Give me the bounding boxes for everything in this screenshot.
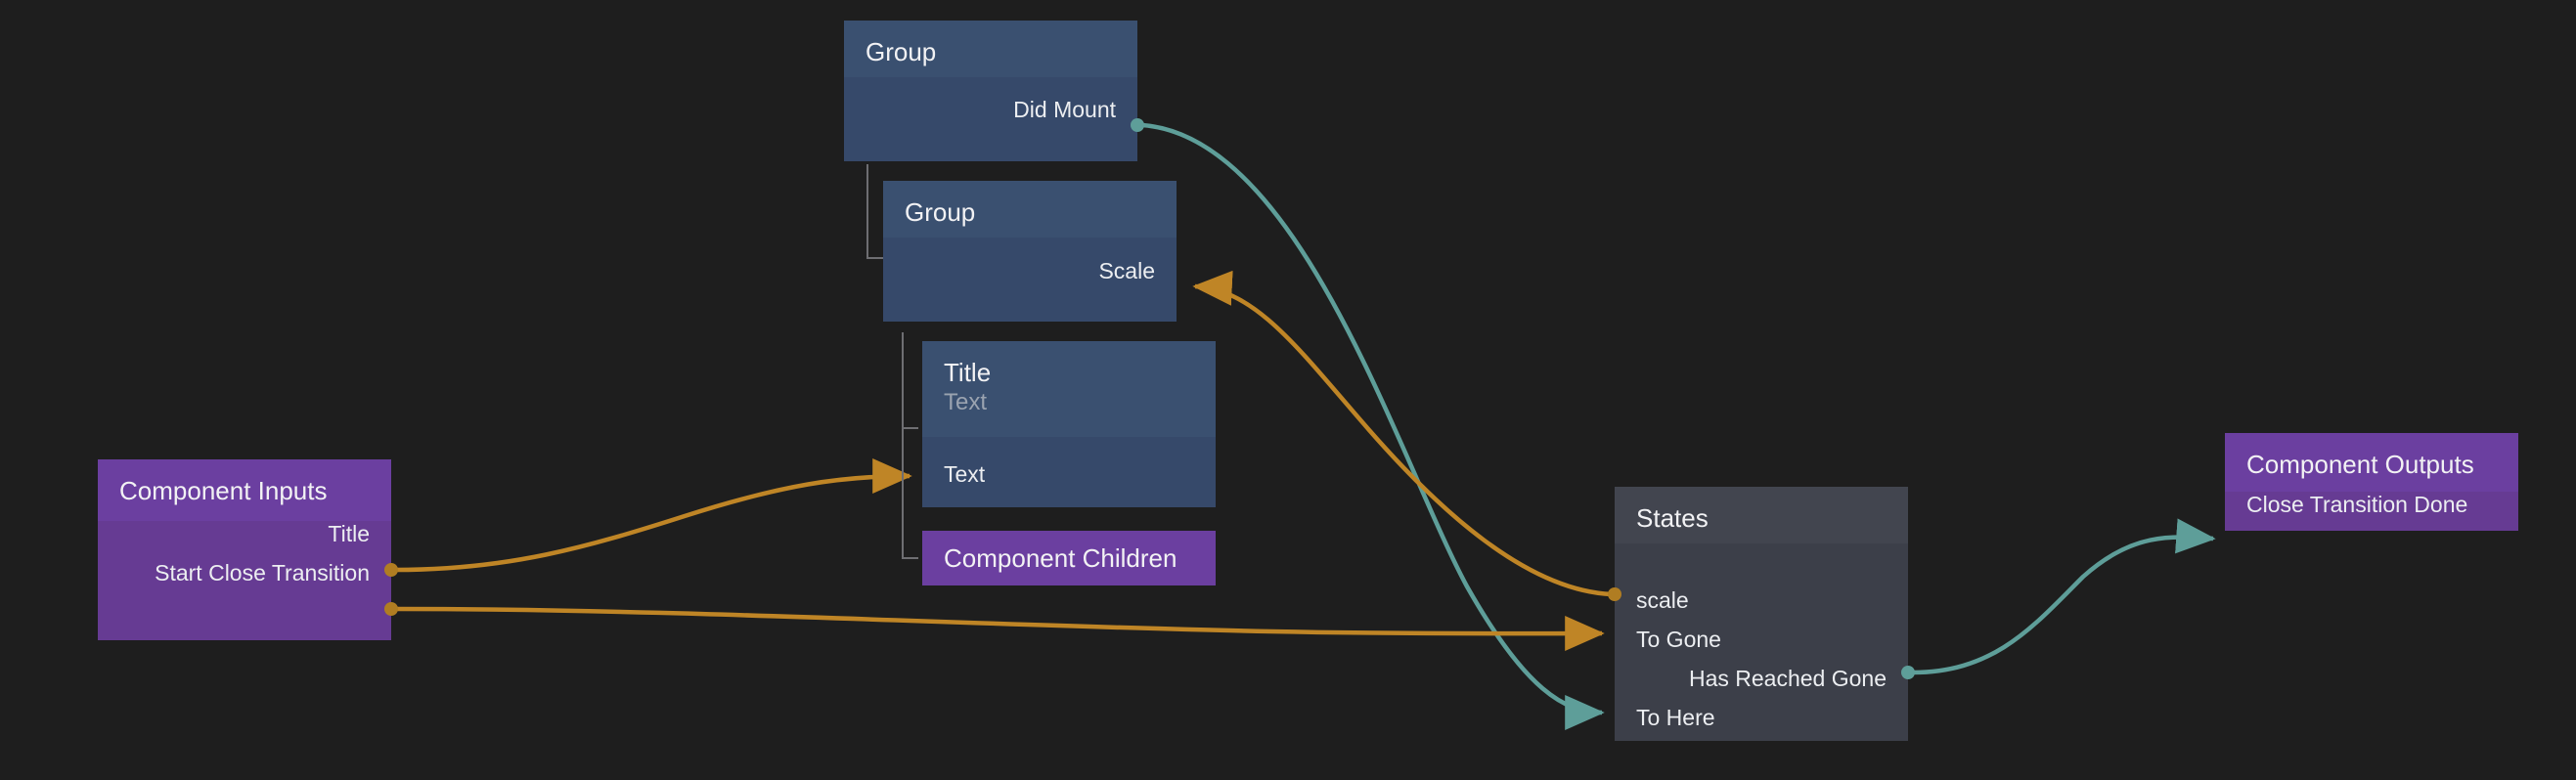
node-title: Component Outputs [2246,450,2474,479]
node-title: States [1636,503,1709,533]
port-label-to-here: To Here [1636,704,1715,730]
node-component-inputs[interactable]: Component Inputs Title Start Close Trans… [98,459,391,640]
node-title-component[interactable]: Title Text Text [922,341,1216,507]
node-group-outer[interactable]: Group Did Mount [844,21,1137,161]
node-title: Component Children [944,543,1177,573]
node-header: Group [844,21,1137,77]
port-row-start-close-transition[interactable]: Start Close Transition [98,560,391,585]
node-body: Title Start Close Transition [98,521,391,640]
node-body: Text [922,437,1216,507]
node-subtitle: Text [944,389,988,416]
port-row-has-reached-gone[interactable]: Has Reached Gone [1615,666,1908,691]
port-row-to-gone[interactable]: To Gone [1615,627,1908,652]
node-header: Component Children [922,531,1216,585]
node-body: Close Transition Done [2225,492,2518,531]
node-group-inner[interactable]: Group Scale [883,181,1177,322]
node-header: Component Outputs [2225,433,2518,492]
node-header: Component Inputs [98,459,391,521]
port-row-title-out[interactable]: Title [98,521,391,546]
port-row-scale-in[interactable]: scale [1615,587,1908,613]
node-component-children[interactable]: Component Children [922,531,1216,585]
port-label-start-close-transition: Start Close Transition [155,559,370,585]
node-component-outputs[interactable]: Component Outputs Close Transition Done [2225,433,2518,531]
port-label-scale: Scale [1098,257,1155,283]
node-body: scale To Gone Has Reached Gone To Here [1615,543,1908,741]
node-header: Title Text [922,341,1216,437]
port-label-text: Text [944,460,986,487]
node-header: Group [883,181,1177,238]
node-header: States [1615,487,1908,543]
port-label-close-transition-done: Close Transition Done [2246,491,2468,517]
port-row-text[interactable]: Text [922,461,1216,487]
port-row-did-mount[interactable]: Did Mount [844,97,1137,122]
port-label-title: Title [328,520,370,546]
port-row-to-here[interactable]: To Here [1615,705,1908,730]
port-label-to-gone: To Gone [1636,626,1721,652]
node-title: Component Inputs [119,476,328,505]
port-row-scale[interactable]: Scale [883,258,1177,283]
port-label-did-mount: Did Mount [1013,96,1116,122]
node-body: Did Mount [844,77,1137,161]
port-label-has-reached-gone: Has Reached Gone [1688,665,1887,691]
node-title: Group [866,37,937,66]
node-title: Group [905,197,976,227]
node-title: Title [944,358,992,387]
node-states[interactable]: States scale To Gone Has Reached Gone To… [1615,487,1908,741]
port-row-close-transition-done[interactable]: Close Transition Done [2225,492,2518,517]
port-label-scale: scale [1636,586,1689,613]
node-body: Scale [883,238,1177,322]
